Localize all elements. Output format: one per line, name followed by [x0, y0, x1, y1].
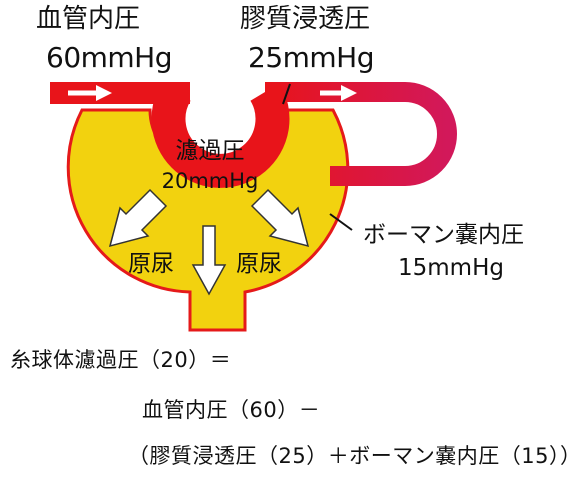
- filtration-arrow-left: [108, 188, 168, 248]
- flow-arrow-oncotic: [282, 83, 291, 105]
- primary-urine-label-left: 原尿: [128, 251, 174, 277]
- efferent-loop: [265, 82, 457, 186]
- oncotic-pressure-label: 膠質浸透圧: [240, 4, 371, 34]
- oncotic-pressure-value: 25mmHg: [248, 41, 375, 74]
- filtration-pressure-value: 20mmHg: [161, 169, 259, 193]
- blood-pressure-value: 60mmHg: [46, 41, 173, 74]
- filtration-pressure-label: 濾過圧: [175, 138, 245, 164]
- capsule-pressure-value: 15mmHg: [398, 255, 504, 281]
- formula-line-3: （膠質浸透圧（25）＋ボーマン嚢内圧（15））: [128, 444, 582, 468]
- capsule-pressure-label: ボーマン嚢内圧: [363, 222, 524, 248]
- formula-line-2: 血管内圧（60）－: [142, 398, 321, 422]
- flow-arrow-in: [68, 85, 112, 101]
- formula-line-1: 糸球体濾過圧（20）＝: [10, 348, 232, 372]
- afferent-arteriole: [50, 82, 190, 104]
- flow-arrow-out: [320, 85, 357, 101]
- capsule-leader-line: [329, 213, 353, 231]
- filtration-arrow-right: [250, 188, 310, 248]
- filtration-arrow-center: [191, 225, 227, 296]
- blood-pressure-label: 血管内圧: [36, 4, 141, 34]
- primary-urine-label-right: 原尿: [236, 251, 282, 277]
- glomerulus: [151, 83, 290, 188]
